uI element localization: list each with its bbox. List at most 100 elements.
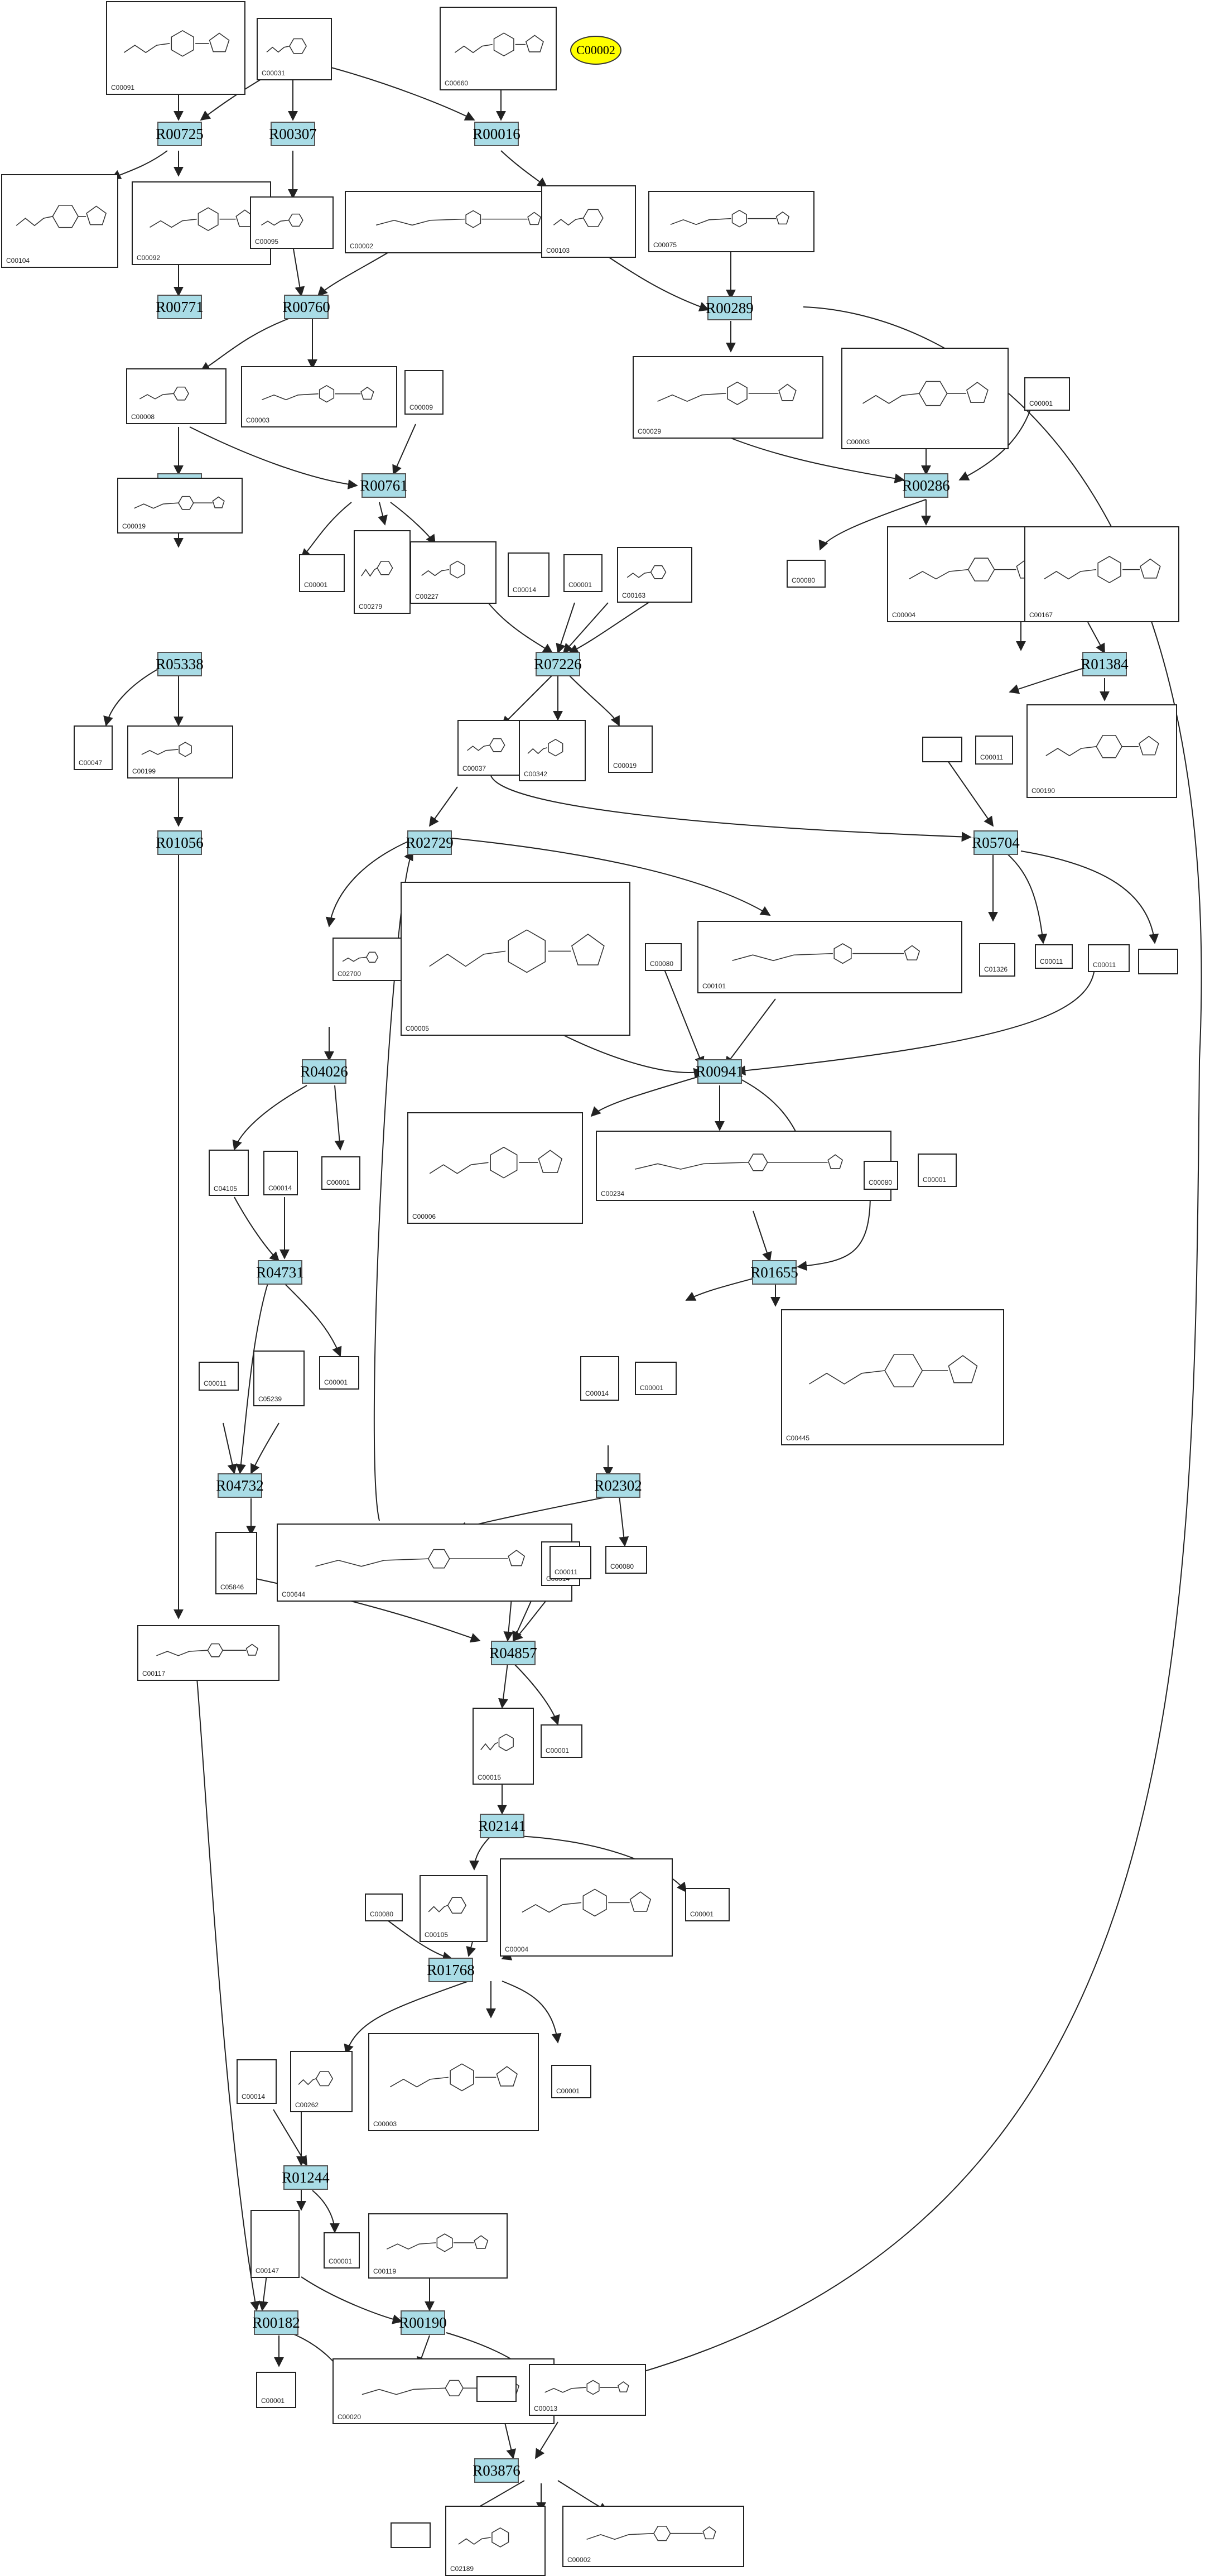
compound-node-c00104[interactable]: C00104 [1,174,118,268]
compound-node-c00001[interactable]: C00001 [256,2372,296,2408]
compound-node-c00080[interactable]: C00080 [645,943,682,971]
reaction-node-r05704[interactable]: R05704 [972,830,1020,855]
reaction-node-r00190[interactable]: R00190 [399,2310,447,2335]
compound-node-c00004[interactable]: C00004 [500,1858,673,1957]
compound-node-c00001[interactable]: C00001 [918,1154,957,1187]
compound-node-c00008[interactable]: C00008 [126,368,226,424]
reaction-node-r00771[interactable]: R00771 [156,295,204,319]
reaction-node-r00760[interactable]: R00760 [282,295,330,319]
compound-node-c00014[interactable]: C00014 [237,2059,277,2104]
compound-node-c00167[interactable]: C00167 [1024,526,1179,622]
compound-node-c00279[interactable]: C00279 [354,530,411,614]
reaction-node-r00286[interactable]: R00286 [902,473,950,498]
compound-node-unlabeled[interactable] [391,2522,431,2548]
compound-node-c00234[interactable]: C00234 [596,1131,891,1201]
reaction-node-r00941[interactable]: R00941 [696,1059,744,1084]
reaction-node-r04731[interactable]: R04731 [256,1260,304,1285]
compound-node-c04105[interactable]: C04105 [209,1150,249,1196]
reaction-node-r03876[interactable]: R03876 [473,2458,520,2483]
compound-node-c00190[interactable]: C00190 [1026,704,1177,798]
compound-node-c00013[interactable]: C00013 [529,2364,646,2416]
reaction-node-r04732[interactable]: R04732 [216,1473,264,1498]
reaction-node-r00761[interactable]: R00761 [360,473,408,498]
compound-node-unlabeled[interactable] [1138,949,1178,974]
compound-node-c00095[interactable]: C00095 [250,196,334,249]
compound-node-c05239[interactable]: C05239 [253,1351,305,1406]
reaction-node-r00725[interactable]: R00725 [156,122,204,146]
compound-node-c00075[interactable]: C00075 [648,191,814,252]
compound-node-c00092[interactable]: C00092 [132,181,271,265]
compound-node-c00001[interactable]: C00001 [1024,377,1070,411]
compound-node-c02189[interactable]: C02189 [445,2506,546,2576]
compound-node-c00005[interactable]: C00005 [401,882,630,1036]
reaction-node-r02302[interactable]: R02302 [594,1473,642,1498]
compound-node-c00445[interactable]: C00445 [781,1309,1004,1445]
compound-node-c00019[interactable]: C00019 [117,478,243,534]
compound-node-c01326[interactable]: C01326 [979,943,1015,977]
compound-node-c00011[interactable]: C00011 [199,1362,239,1391]
compound-node-c00103[interactable]: C00103 [541,185,636,258]
reaction-node-r01655[interactable]: R01655 [750,1260,798,1285]
compound-node-c00002[interactable]: C00002 [562,2506,744,2567]
reaction-node-r01768[interactable]: R01768 [427,1958,475,1982]
reaction-node-r02141[interactable]: R02141 [478,1814,526,1838]
compound-node-c00080[interactable]: C00080 [365,1893,403,1921]
compound-node-c00009[interactable]: C00009 [404,370,444,415]
reaction-node-r00182[interactable]: R00182 [252,2310,300,2335]
compound-node-c00147[interactable]: C00147 [250,2210,300,2278]
compound-node-c00014[interactable]: C00014 [263,1151,298,1195]
compound-node-unlabeled[interactable] [476,2376,517,2402]
reaction-node-r05338[interactable]: R05338 [156,652,204,676]
compound-node-c00091[interactable]: C00091 [106,1,245,95]
highlighted-compound-oval[interactable]: C00002 [570,36,621,65]
compound-node-c00006[interactable]: C00006 [407,1112,583,1224]
compound-node-c05846[interactable]: C05846 [215,1532,257,1594]
compound-node-c00003[interactable]: C00003 [368,2033,539,2131]
compound-node-c00262[interactable]: C00262 [290,2051,353,2112]
reaction-node-r04026[interactable]: R04026 [300,1059,348,1084]
compound-node-c00001[interactable]: C00001 [324,2232,360,2269]
compound-node-c00011[interactable]: C00011 [975,736,1013,765]
compound-node-c00001[interactable]: C00001 [635,1362,677,1395]
compound-node-c00001[interactable]: C00001 [541,1724,582,1758]
compound-node-c00014[interactable]: C00014 [508,552,550,597]
compound-node-c00105[interactable]: C00105 [420,1875,488,1942]
compound-node-c00119[interactable]: C00119 [368,2213,508,2279]
compound-node-c00015[interactable]: C00015 [473,1708,534,1785]
compound-node-c00644[interactable]: C00644 [277,1524,572,1602]
compound-node-c00001[interactable]: C00001 [319,1356,359,1390]
compound-node-c00002[interactable]: C00002 [345,191,579,253]
compound-node-c00011[interactable]: C00011 [1035,944,1073,969]
compound-node-c00080[interactable]: C00080 [605,1546,647,1574]
compound-node-c00019[interactable]: C00019 [608,725,653,773]
reaction-node-r00016[interactable]: R00016 [473,122,520,146]
compound-node-c00003[interactable]: C00003 [241,366,397,427]
reaction-node-r00289[interactable]: R00289 [706,296,754,320]
compound-node-c00047[interactable]: C00047 [74,725,113,770]
compound-node-c02700[interactable]: C02700 [332,938,405,981]
compound-node-c00031[interactable]: C00031 [257,18,332,80]
compound-node-c00001[interactable]: C00001 [299,554,345,592]
compound-node-c00199[interactable]: C00199 [127,725,233,778]
compound-node-c00080[interactable]: C00080 [787,560,826,588]
compound-node-c00080[interactable]: C00080 [864,1161,898,1190]
reaction-node-r07226[interactable]: R07226 [534,652,582,676]
compound-node-c00001[interactable]: C00001 [551,2065,591,2098]
compound-node-c00001[interactable]: C00001 [321,1156,360,1190]
reaction-node-r01384[interactable]: R01384 [1081,652,1129,676]
compound-node-c00163[interactable]: C00163 [617,547,692,603]
compound-node-c00342[interactable]: C00342 [519,720,586,781]
compound-node-c00014[interactable]: C00014 [580,1356,619,1401]
compound-node-c00001[interactable]: C00001 [563,554,602,592]
compound-node-c00011[interactable]: C00011 [1088,944,1130,972]
compound-node-c00117[interactable]: C00117 [137,1625,279,1681]
reaction-node-r01244[interactable]: R01244 [282,2165,330,2190]
reaction-node-r04857[interactable]: R04857 [489,1641,537,1665]
reaction-node-r00307[interactable]: R00307 [269,122,317,146]
compound-node-c00227[interactable]: C00227 [410,541,497,604]
reaction-node-r02729[interactable]: R02729 [406,830,454,855]
compound-node-c00001[interactable]: C00001 [685,1888,730,1921]
compound-node-c00011[interactable]: C00011 [550,1546,591,1579]
compound-node-c00101[interactable]: C00101 [697,921,962,993]
reaction-node-r01056[interactable]: R01056 [156,830,204,855]
